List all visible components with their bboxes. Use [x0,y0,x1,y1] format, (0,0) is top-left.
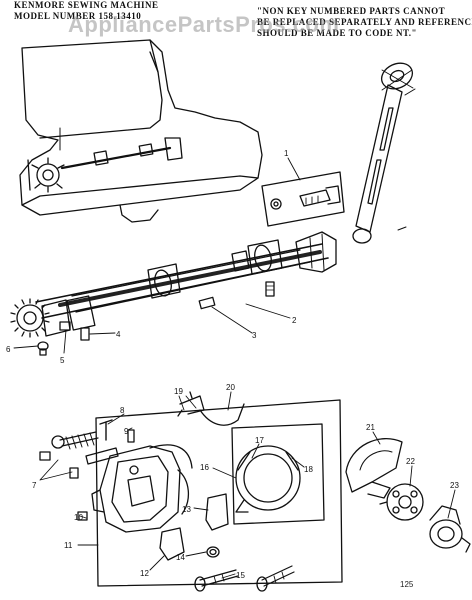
callout-21: 21 [366,423,375,432]
bobbin-case-cover [345,438,403,499]
callout-6: 6 [6,345,11,354]
callout-20: 20 [226,383,235,392]
callout-18: 18 [304,465,313,474]
callout-3: 3 [252,331,257,340]
callout-1: 1 [284,149,289,158]
crank-arm [352,62,416,244]
parts-note-line-1: "NON KEY NUMBERED PARTS CANNOT [257,6,446,16]
callout-2: 2 [292,316,297,325]
model-header: KENMORE SEWING MACHINE MODEL NUMBER 158.… [14,0,159,22]
lower-small-parts [159,493,295,592]
watermark: AppliancePartsPros.com [68,12,340,37]
wire-spring-19-20 [177,391,245,426]
parts-note: "NON KEY NUMBERED PARTS CANNOT BE REPLAC… [257,6,472,39]
callout-14: 14 [176,553,185,562]
main-shaft [10,231,337,338]
sewing-machine-outline [19,39,263,223]
bracket-assembly [261,171,345,227]
parts-note-line-3: SHOULD BE MADE TO CODE NT." [257,28,418,38]
callout-19: 19 [174,387,183,396]
bobbin-case [429,505,471,553]
bobbin [379,483,424,521]
leader-lines [13,157,456,579]
callout-5: 5 [60,356,65,365]
callout-8: 8 [120,406,125,415]
page-number: 125 [400,580,414,589]
callout-17: 17 [255,436,264,445]
callout-9: 9 [124,427,129,436]
callout-12: 12 [140,569,149,578]
parts-note-line-2: BE REPLACED SEPARATELY AND REFERENCE [257,17,472,27]
screws-8-9 [99,419,135,443]
callout-11: 11 [64,541,73,550]
callout-4: 4 [116,330,121,339]
callout-13: 13 [182,505,191,514]
callout-23: 23 [450,481,459,490]
hook-assembly-frame [95,399,343,587]
machine-inner-shaft [31,137,183,193]
callout-22: 22 [406,457,415,466]
spring-parts [39,431,119,521]
inset-bobbin-ring [235,445,301,513]
model-header-line-2: MODEL NUMBER 158.13410 [14,11,142,21]
callout-7: 7 [32,481,37,490]
hook-assembly-body [91,444,193,533]
callout-16: 16 [200,463,209,472]
shaft-small-parts [37,281,275,356]
callout-10: 10 [74,513,83,522]
model-header-line-1: KENMORE SEWING MACHINE [14,0,159,10]
callout-labels: 1 2 3 4 5 6 7 8 9 10 11 12 13 14 15 16 1… [6,149,459,580]
callout-15: 15 [236,571,245,580]
